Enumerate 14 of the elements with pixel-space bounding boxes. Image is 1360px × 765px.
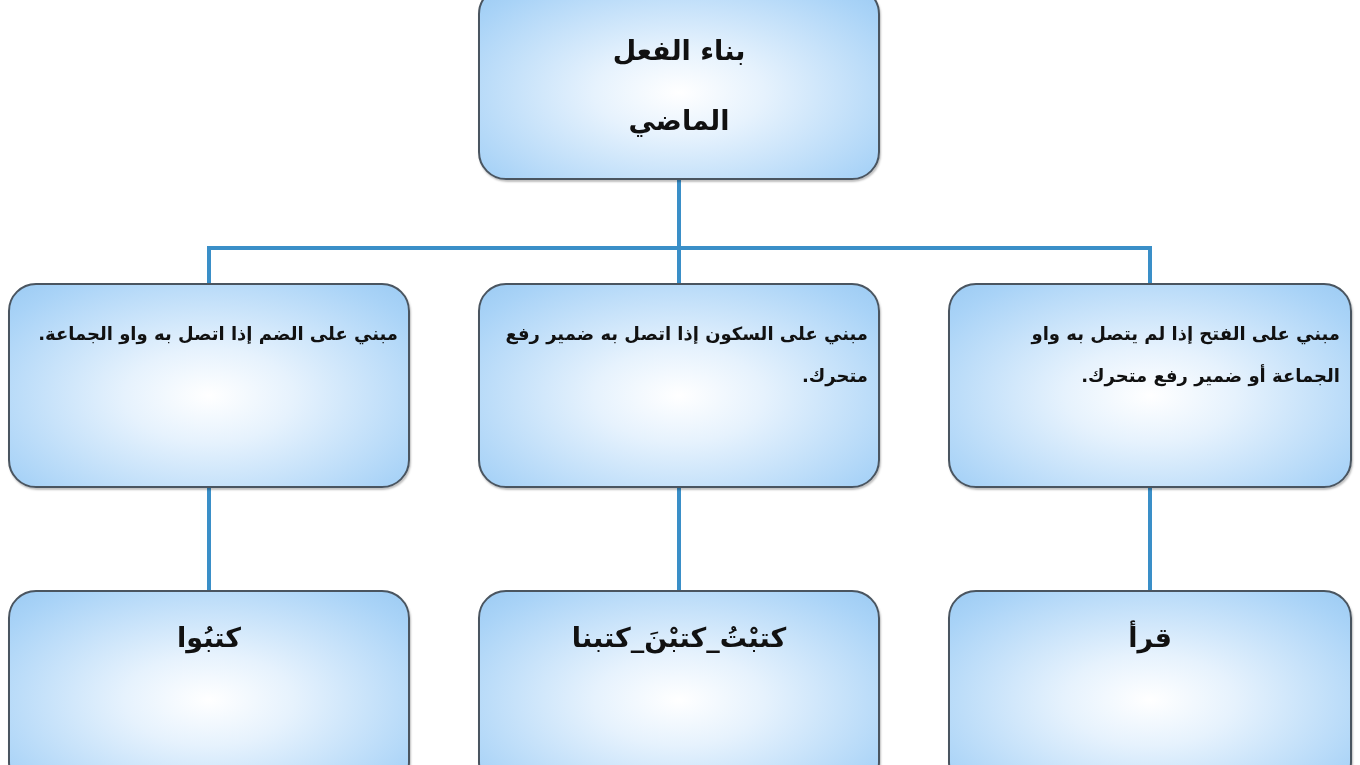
title-box (478, 0, 880, 180)
connector-line (1148, 488, 1152, 590)
example-box (948, 590, 1352, 765)
rule-text: مبني على الفتح إذا لم يتصل به واو الجماعة أو ضمير رفع متحرك. (1029, 322, 1340, 389)
rule-text: مبني على الضم إذا اتصل به واو الجماعة. (37, 322, 398, 347)
rule-text: مبني على السكون إذا اتصل به ضمير رفع متحرك. (504, 322, 868, 389)
connector-line (677, 488, 681, 590)
example-box (478, 590, 880, 765)
example-text: كتبْتُ_كتبْنَ_كتبنا (570, 622, 788, 653)
title-text: بناء الفعل الماضي (611, 34, 747, 139)
example-box (8, 590, 410, 765)
example-text: كتبُوا (176, 622, 242, 653)
example-text: قرأ (1127, 622, 1173, 653)
connector-line (207, 488, 211, 590)
